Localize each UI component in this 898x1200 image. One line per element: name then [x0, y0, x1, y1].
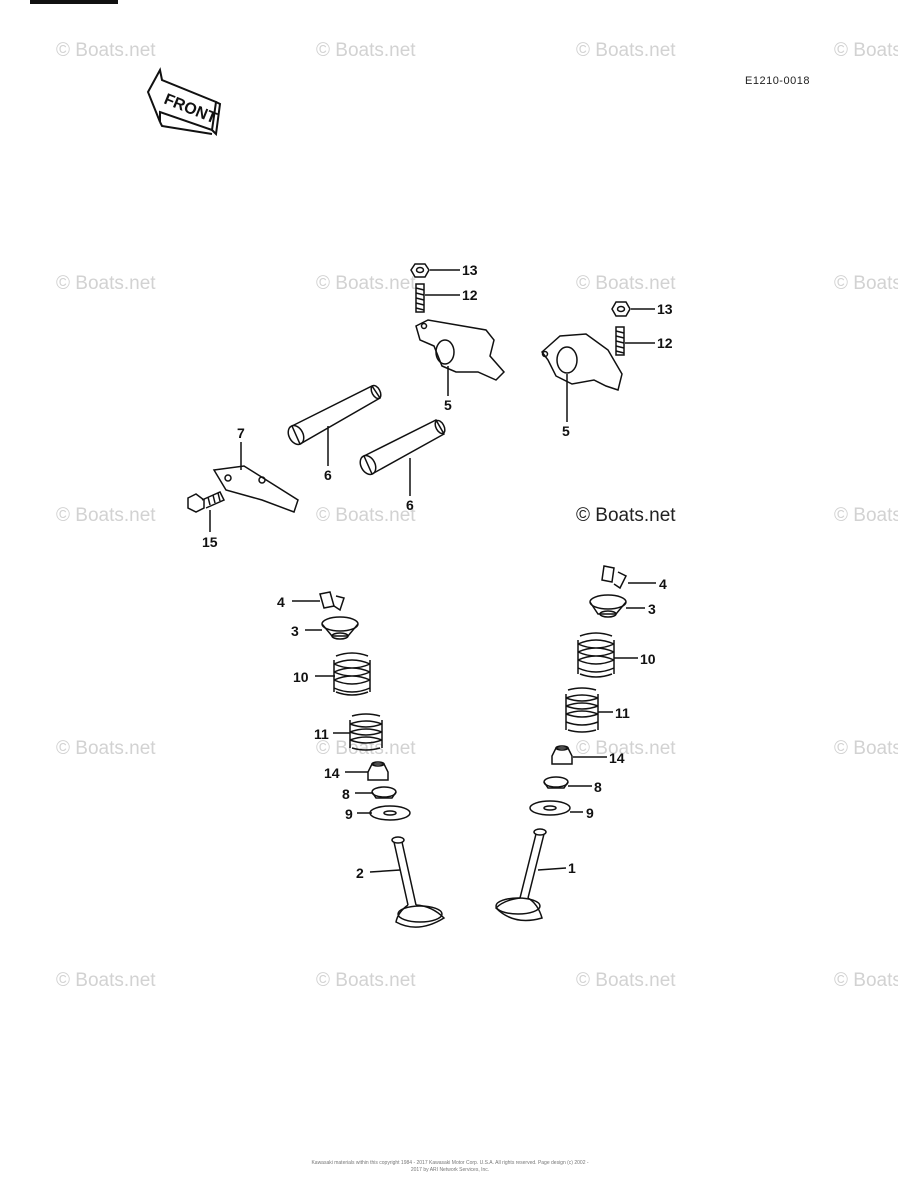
- callout-4-left: 4: [277, 594, 285, 610]
- rocker-arm-5-top: [415, 319, 506, 381]
- callout-9-left: 9: [345, 806, 353, 822]
- callout-10-right: 10: [640, 651, 656, 667]
- intake-valve-1: [494, 828, 547, 922]
- callout-14-right: 14: [609, 750, 625, 766]
- stem-seal-14-left: [367, 761, 389, 781]
- washer-9-left: [369, 805, 411, 821]
- retainer-3-left: [321, 616, 359, 640]
- spring-seat-8-right: [543, 776, 569, 789]
- stem-seal-14-right: [551, 745, 573, 765]
- callout-15: 15: [202, 534, 218, 550]
- exhaust-valve-2: [391, 836, 446, 928]
- center-watermark: © Boats.net: [576, 505, 676, 526]
- callout-12-right: 12: [657, 335, 673, 351]
- stud-12-right: [615, 326, 625, 356]
- watermark: © Boats.net: [56, 738, 156, 759]
- watermark: © Boats.net: [834, 738, 898, 759]
- collet-4-right: [601, 565, 628, 590]
- collet-4-left: [319, 591, 345, 612]
- top-rule: [30, 0, 118, 4]
- inner-spring-11-left: [349, 713, 383, 751]
- watermark: © Boats.net: [576, 970, 676, 991]
- watermark: © Boats.net: [316, 40, 416, 61]
- watermark: © Boats.net: [56, 40, 156, 61]
- callout-11-left: 11: [314, 726, 329, 742]
- front-arrow-icon: FRONT: [146, 67, 222, 137]
- callout-2: 2: [356, 865, 364, 881]
- watermark: © Boats.net: [56, 273, 156, 294]
- spring-seat-8-left: [371, 786, 397, 799]
- bolt-15: [187, 491, 226, 513]
- watermark: © Boats.net: [576, 40, 676, 61]
- callout-11-right: 11: [615, 705, 630, 721]
- watermark: © Boats.net: [316, 970, 416, 991]
- callout-6-left: 6: [324, 467, 332, 483]
- washer-9-right: [529, 800, 571, 816]
- rocker-shaft-6-lower: [359, 419, 446, 476]
- watermark: © Boats.net: [576, 273, 676, 294]
- watermark: © Boats.net: [834, 970, 898, 991]
- callout-8-right: 8: [594, 779, 602, 795]
- callout-8-left: 8: [342, 786, 350, 802]
- callout-13-top: 13: [462, 262, 478, 278]
- inner-spring-11-right: [565, 687, 599, 733]
- watermark: © Boats.net: [56, 505, 156, 526]
- callout-3-left: 3: [291, 623, 299, 639]
- watermark: © Boats.net: [576, 738, 676, 759]
- outer-spring-10-right: [577, 632, 615, 678]
- callout-3-right: 3: [648, 601, 656, 617]
- callout-7: 7: [237, 425, 245, 441]
- callout-5-left: 5: [444, 397, 452, 413]
- rocker-arm-5-right: [540, 333, 623, 391]
- callout-5-right: 5: [562, 423, 570, 439]
- watermark: © Boats.net: [834, 273, 898, 294]
- callout-6-right: 6: [406, 497, 414, 513]
- retainer-3-right: [589, 594, 627, 618]
- callout-14-left: 14: [324, 765, 340, 781]
- callout-4-right: 4: [659, 576, 667, 592]
- nut-13-top: [410, 263, 430, 278]
- watermark: © Boats.net: [316, 273, 416, 294]
- watermark: © Boats.net: [316, 738, 416, 759]
- callout-9-right: 9: [586, 805, 594, 821]
- watermark: © Boats.net: [834, 40, 898, 61]
- nut-13-right: [611, 301, 631, 317]
- stud-12-top: [415, 283, 425, 313]
- rocker-shaft-6-upper: [287, 384, 382, 446]
- watermark: © Boats.net: [56, 970, 156, 991]
- callout-12-top: 12: [462, 287, 478, 303]
- watermark: © Boats.net: [316, 505, 416, 526]
- shaft-plate-7: [212, 465, 299, 513]
- callout-13-right: 13: [657, 301, 673, 317]
- callout-1: 1: [568, 860, 576, 876]
- outer-spring-10-left: [333, 652, 371, 696]
- diagram-code: E1210-0018: [745, 75, 810, 87]
- watermark: © Boats.net: [834, 505, 898, 526]
- footer-copyright: Kawasaki materials within this copyright…: [311, 1160, 589, 1173]
- callout-10-left: 10: [293, 669, 309, 685]
